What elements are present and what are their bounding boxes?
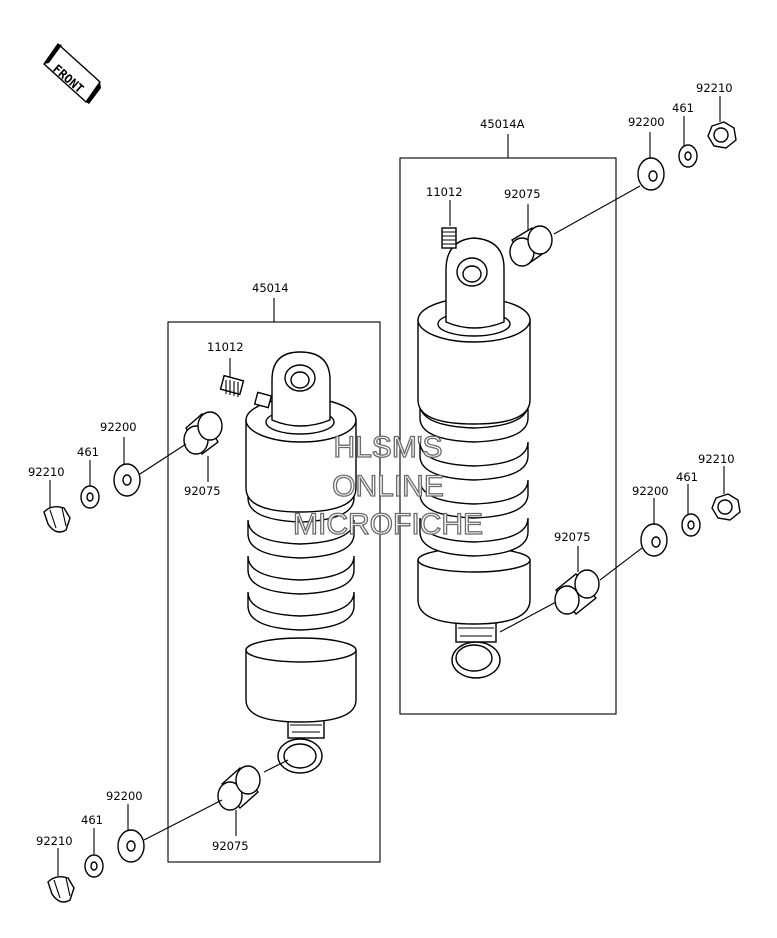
label-right-11012: 11012 — [426, 185, 463, 199]
watermark-line3: MICROFICHE — [293, 508, 483, 541]
label-right-92210-top: 92210 — [696, 81, 733, 95]
right-washer-92200-top — [637, 157, 665, 191]
left-lockwasher-461-top — [80, 485, 100, 509]
right-collar-92075-top — [509, 225, 553, 267]
right-nut-92210-top — [707, 121, 737, 149]
left-nut-92210-top — [43, 505, 71, 533]
right-assembly-number: 45014A — [480, 117, 525, 131]
label-left-92200-bottom: 92200 — [106, 789, 143, 803]
label-right-92210-bottom: 92210 — [698, 452, 735, 466]
label-left-92210-bottom: 92210 — [36, 834, 73, 848]
right-screw-11012 — [441, 227, 457, 249]
label-left-11012: 11012 — [207, 340, 244, 354]
watermark: HLSM'S ONLINE MICROFICHE — [292, 430, 483, 541]
label-right-92075-bottom: 92075 — [554, 530, 591, 544]
watermark-line2: ONLINE — [332, 470, 444, 503]
left-washer-92200-bottom — [117, 829, 145, 863]
label-right-92200-top: 92200 — [628, 115, 665, 129]
label-left-461-top: 461 — [77, 445, 99, 459]
left-collar-92075-bottom — [217, 765, 261, 811]
left-lockwasher-461-bottom — [84, 854, 104, 878]
left-screw-11012 — [219, 374, 273, 409]
left-nut-92210-bottom — [47, 875, 75, 903]
left-shock-assembly: 45014 — [28, 281, 381, 903]
label-right-92200-bottom: 92200 — [632, 484, 669, 498]
label-right-461-bottom: 461 — [676, 470, 698, 484]
label-right-461-top: 461 — [672, 101, 694, 115]
left-collar-92075-top — [183, 411, 223, 456]
label-left-461-bottom: 461 — [81, 813, 103, 827]
right-lockwasher-461-top — [678, 144, 698, 168]
label-left-92075-top: 92075 — [184, 484, 221, 498]
left-washer-92200-top — [113, 463, 141, 497]
label-right-92075-top: 92075 — [504, 187, 541, 201]
right-lockwasher-461-bottom — [681, 513, 701, 537]
label-left-92075-bottom: 92075 — [212, 839, 249, 853]
label-left-92200-top: 92200 — [100, 420, 137, 434]
right-shock-absorber — [417, 237, 531, 679]
label-left-92210-top: 92210 — [28, 465, 65, 479]
right-shock-assembly: 45014A — [399, 81, 741, 715]
front-arrow-icon: FRONT — [43, 42, 101, 104]
left-shock-absorber — [245, 351, 357, 774]
watermark-line1: HLSM'S — [333, 431, 442, 464]
right-collar-92075-bottom — [554, 569, 600, 615]
left-assembly-number: 45014 — [252, 281, 289, 295]
right-washer-92200-bottom — [640, 523, 668, 557]
right-nut-92210-bottom — [711, 493, 741, 521]
